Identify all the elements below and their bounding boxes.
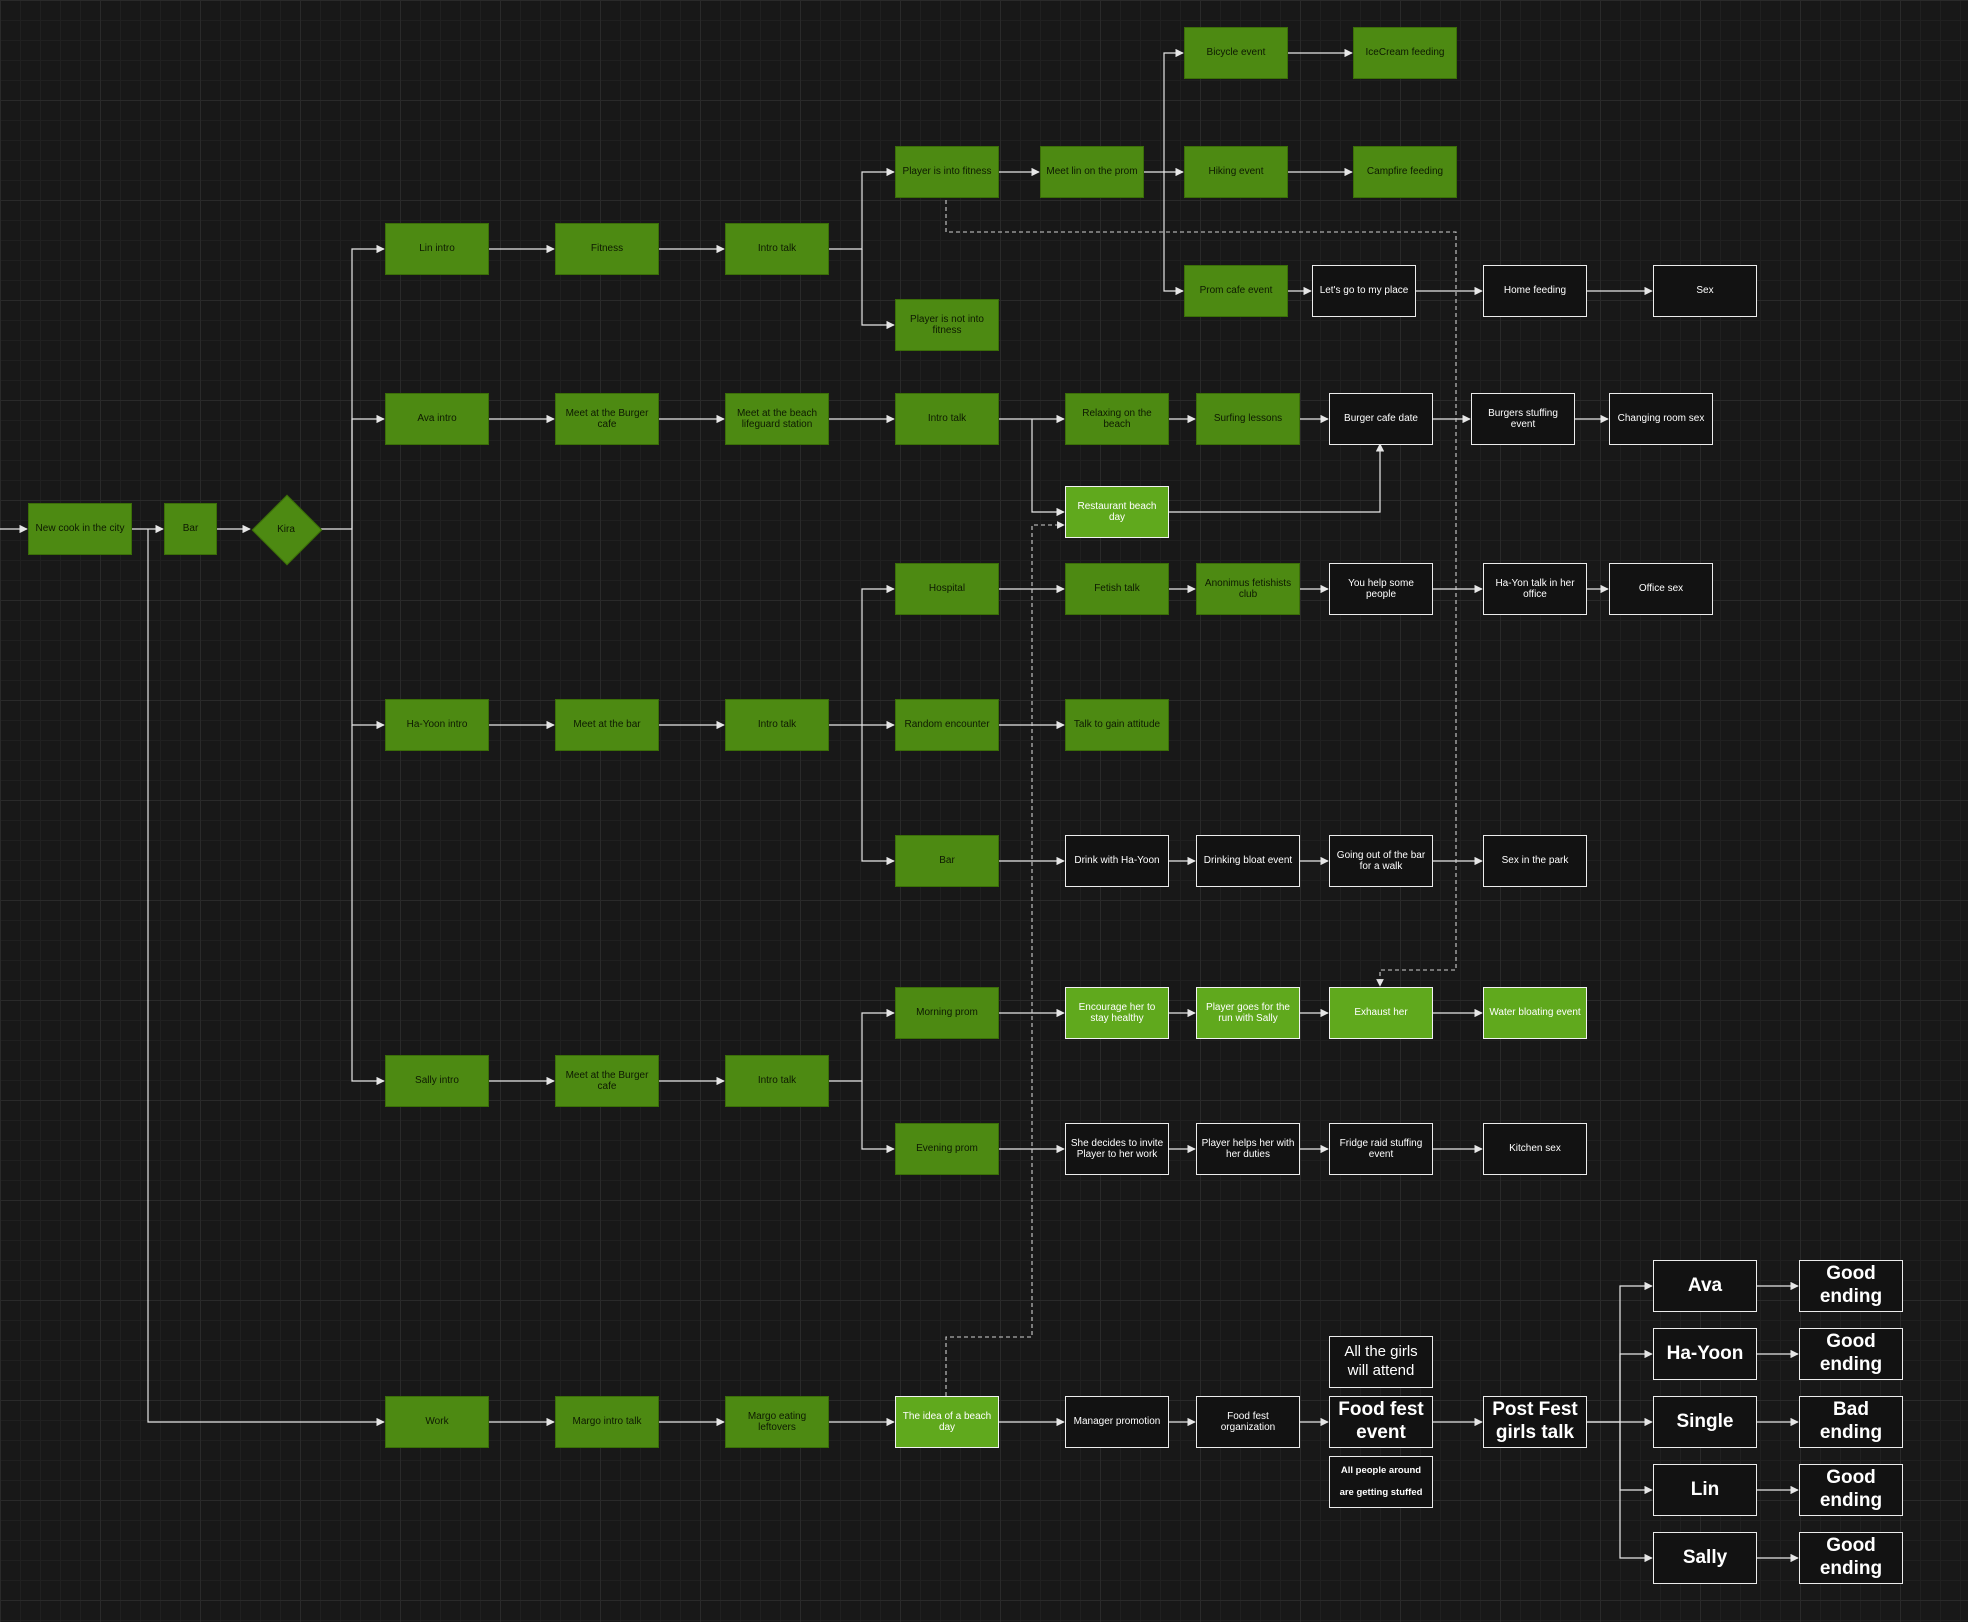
node-ava-burger[interactable]: Meet at the Burger cafe xyxy=(555,393,659,445)
node-end-hayoon[interactable]: Ha-Yoon xyxy=(1653,1328,1757,1380)
node-hy-random[interactable]: Random encounter xyxy=(895,699,999,751)
edge xyxy=(861,249,895,330)
node-ava-intro[interactable]: Ava intro xyxy=(385,393,489,445)
node-hy-office-talk[interactable]: Ha-Yon talk in her office xyxy=(1483,563,1587,615)
node-lin-into-fitness[interactable]: Player is into fitness xyxy=(895,146,999,198)
edge xyxy=(861,584,895,725)
node-hy-attitude[interactable]: Talk to gain attitude xyxy=(1065,699,1169,751)
node-sally-fridge[interactable]: Fridge raid stuffing event xyxy=(1329,1123,1433,1175)
node-lin-home-feeding[interactable]: Home feeding xyxy=(1483,265,1587,317)
edge xyxy=(1619,1422,1653,1563)
node-lin-bicycle[interactable]: Bicycle event xyxy=(1184,27,1288,79)
node-fest-org[interactable]: Food fest organization xyxy=(1196,1396,1300,1448)
node-lin-hiking[interactable]: Hiking event xyxy=(1184,146,1288,198)
edge xyxy=(828,167,895,250)
node-hy-hospital[interactable]: Hospital xyxy=(895,563,999,615)
edge-dashed xyxy=(945,193,1457,987)
node-hy-intro[interactable]: Ha-Yoon intro xyxy=(385,699,489,751)
node-margo-eating[interactable]: Margo eating leftovers xyxy=(725,1396,829,1448)
node-hy-bar[interactable]: Bar xyxy=(895,835,999,887)
node-lin-icecream[interactable]: IceCream feeding xyxy=(1353,27,1457,79)
node-post-fest[interactable]: Post Fest girls talk xyxy=(1483,1396,1587,1448)
node-ava-burger-date[interactable]: Burger cafe date xyxy=(1329,393,1433,445)
node-hy-club[interactable]: Anonimus fetishists club xyxy=(1196,563,1300,615)
node-lin-prom-cafe[interactable]: Prom cafe event xyxy=(1184,265,1288,317)
node-ending-lin[interactable]: Good ending xyxy=(1799,1464,1903,1516)
node-beach-idea[interactable]: The idea of a beach day xyxy=(895,1396,999,1448)
edge xyxy=(147,529,385,1427)
node-ava-changing[interactable]: Changing room sex xyxy=(1609,393,1713,445)
edge xyxy=(828,1008,895,1082)
node-hy-bloat[interactable]: Drinking bloat event xyxy=(1196,835,1300,887)
edge xyxy=(861,725,895,866)
edge xyxy=(351,725,385,1086)
node-hy-fetish[interactable]: Fetish talk xyxy=(1065,563,1169,615)
node-lin-my-place[interactable]: Let's go to my place xyxy=(1312,265,1416,317)
node-sally-intro[interactable]: Sally intro xyxy=(385,1055,489,1107)
decision-kira-label: Kira xyxy=(277,523,295,535)
edge xyxy=(1619,1422,1653,1495)
node-ending-single[interactable]: Bad ending xyxy=(1799,1396,1903,1448)
node-hy-intro-talk[interactable]: Intro talk xyxy=(725,699,829,751)
node-lin-fitness[interactable]: Fitness xyxy=(555,223,659,275)
node-ava-relax[interactable]: Relaxing on the beach xyxy=(1065,393,1169,445)
edge-dashed xyxy=(945,521,1065,1396)
node-ending-sally[interactable]: Good ending xyxy=(1799,1532,1903,1584)
node-bar-start[interactable]: Bar xyxy=(164,503,217,555)
node-people-stuffed[interactable]: All people around are getting stuffed xyxy=(1329,1456,1433,1508)
node-hy-meet-bar[interactable]: Meet at the bar xyxy=(555,699,659,751)
node-hy-drink[interactable]: Drink with Ha-Yoon xyxy=(1065,835,1169,887)
edge xyxy=(351,529,385,730)
edge xyxy=(321,244,385,530)
node-end-single[interactable]: Single xyxy=(1653,1396,1757,1448)
edge xyxy=(351,414,385,529)
node-new-cook[interactable]: New cook in the city xyxy=(28,503,132,555)
node-end-sally[interactable]: Sally xyxy=(1653,1532,1757,1584)
node-girls-attend[interactable]: All the girls will attend xyxy=(1329,1336,1433,1388)
node-lin-sex[interactable]: Sex xyxy=(1653,265,1757,317)
node-sally-encourage[interactable]: Encourage her to stay healthy xyxy=(1065,987,1169,1039)
node-lin-not-fitness[interactable]: Player is not into fitness xyxy=(895,299,999,351)
node-sally-helps[interactable]: Player helps her with her duties xyxy=(1196,1123,1300,1175)
node-sally-exhaust[interactable]: Exhaust her xyxy=(1329,987,1433,1039)
node-ending-ava[interactable]: Good ending xyxy=(1799,1260,1903,1312)
node-lin-intro-talk[interactable]: Intro talk xyxy=(725,223,829,275)
edge xyxy=(1619,1349,1653,1422)
node-work[interactable]: Work xyxy=(385,1396,489,1448)
decision-kira[interactable]: Kira xyxy=(250,493,323,566)
node-hy-walk[interactable]: Going out of the bar for a walk xyxy=(1329,835,1433,887)
node-ava-restaurant[interactable]: Restaurant beach day xyxy=(1065,486,1169,538)
node-sally-kitchen[interactable]: Kitchen sex xyxy=(1483,1123,1587,1175)
node-sally-burger[interactable]: Meet at the Burger cafe xyxy=(555,1055,659,1107)
node-ava-beach[interactable]: Meet at the beach lifeguard station xyxy=(725,393,829,445)
node-lin-intro[interactable]: Lin intro xyxy=(385,223,489,275)
node-sally-evening[interactable]: Evening prom xyxy=(895,1123,999,1175)
node-sally-invite[interactable]: She decides to invite Player to her work xyxy=(1065,1123,1169,1175)
edge xyxy=(1143,48,1184,173)
edge xyxy=(1168,443,1385,513)
node-food-fest[interactable]: Food fest event xyxy=(1329,1396,1433,1448)
node-lin-campfire[interactable]: Campfire feeding xyxy=(1353,146,1457,198)
node-manager[interactable]: Manager promotion xyxy=(1065,1396,1169,1448)
edge xyxy=(861,1081,895,1154)
node-end-ava[interactable]: Ava xyxy=(1653,1260,1757,1312)
node-sally-run[interactable]: Player goes for the run with Sally xyxy=(1196,987,1300,1039)
node-sally-morning[interactable]: Morning prom xyxy=(895,987,999,1039)
node-hy-help[interactable]: You help some people xyxy=(1329,563,1433,615)
node-ava-surf[interactable]: Surfing lessons xyxy=(1196,393,1300,445)
node-hy-park[interactable]: Sex in the park xyxy=(1483,835,1587,887)
edge xyxy=(1163,172,1184,296)
edge xyxy=(1031,419,1065,517)
node-margo-talk[interactable]: Margo intro talk xyxy=(555,1396,659,1448)
node-hy-office-sex[interactable]: Office sex xyxy=(1609,563,1713,615)
node-sally-water[interactable]: Water bloating event xyxy=(1483,987,1587,1039)
node-end-lin[interactable]: Lin xyxy=(1653,1464,1757,1516)
node-ending-hayoon[interactable]: Good ending xyxy=(1799,1328,1903,1380)
node-ava-intro-talk[interactable]: Intro talk xyxy=(895,393,999,445)
node-lin-meet-prom[interactable]: Meet lin on the prom xyxy=(1040,146,1144,198)
node-sally-intro-talk[interactable]: Intro talk xyxy=(725,1055,829,1107)
node-ava-burgers-stuffing[interactable]: Burgers stuffing event xyxy=(1471,393,1575,445)
